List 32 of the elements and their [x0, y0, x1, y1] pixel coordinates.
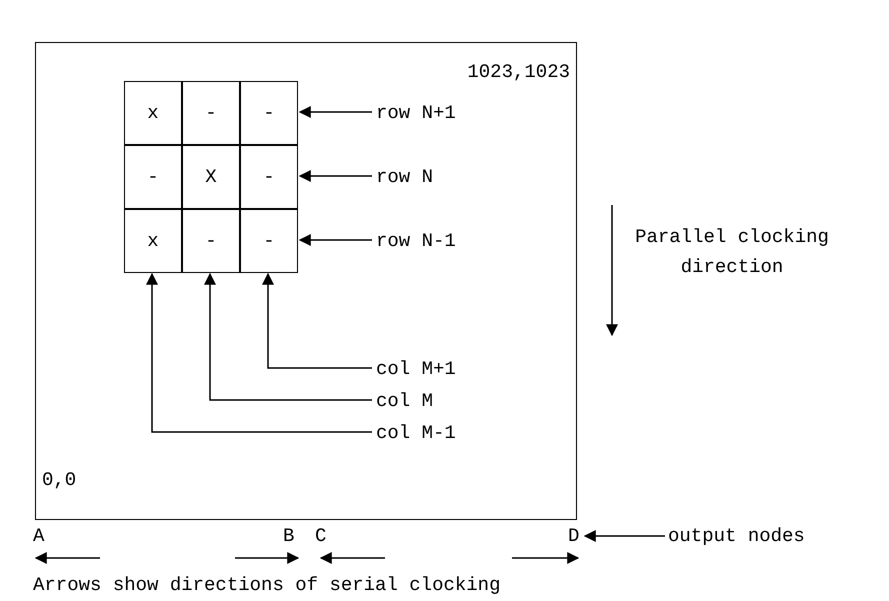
- node-letter: A: [33, 525, 47, 547]
- leader-line: [146, 272, 372, 433]
- node-letter: D: [568, 525, 582, 547]
- row-label: row N-1: [376, 230, 466, 252]
- node-letter: B: [283, 525, 297, 547]
- pixel-cell: -: [240, 81, 298, 145]
- node-letter: C: [315, 525, 329, 547]
- arrow: [298, 106, 372, 118]
- pixel-cell: -: [182, 81, 240, 145]
- column-label: col M: [376, 390, 466, 412]
- arrow: [298, 170, 372, 182]
- direction-label: Parallel clocking direction: [634, 225, 830, 280]
- caption: Arrows show directions of serial clocking: [33, 574, 500, 596]
- pixel-cell: x: [124, 81, 182, 145]
- row-label: row N+1: [376, 102, 466, 124]
- pixel-cell: -: [240, 209, 298, 273]
- pixel-cell: X: [182, 145, 240, 209]
- column-label: col M-1: [376, 422, 466, 444]
- output-label: output nodes: [668, 525, 808, 547]
- column-label: col M+1: [376, 358, 466, 380]
- leader-line: [204, 272, 372, 401]
- origin-coordinate: 0,0: [42, 469, 76, 491]
- chip-outline: [35, 42, 577, 520]
- row-label: row N: [376, 166, 466, 188]
- arrow: [298, 234, 372, 246]
- pixel-cell: -: [182, 209, 240, 273]
- pixel-cell: -: [240, 145, 298, 209]
- arrow: [584, 530, 665, 542]
- pixel-cell: -: [124, 145, 182, 209]
- leader-line: [262, 272, 372, 369]
- corner-coordinate: 1023,1023: [467, 61, 570, 83]
- pixel-cell: x: [124, 209, 182, 273]
